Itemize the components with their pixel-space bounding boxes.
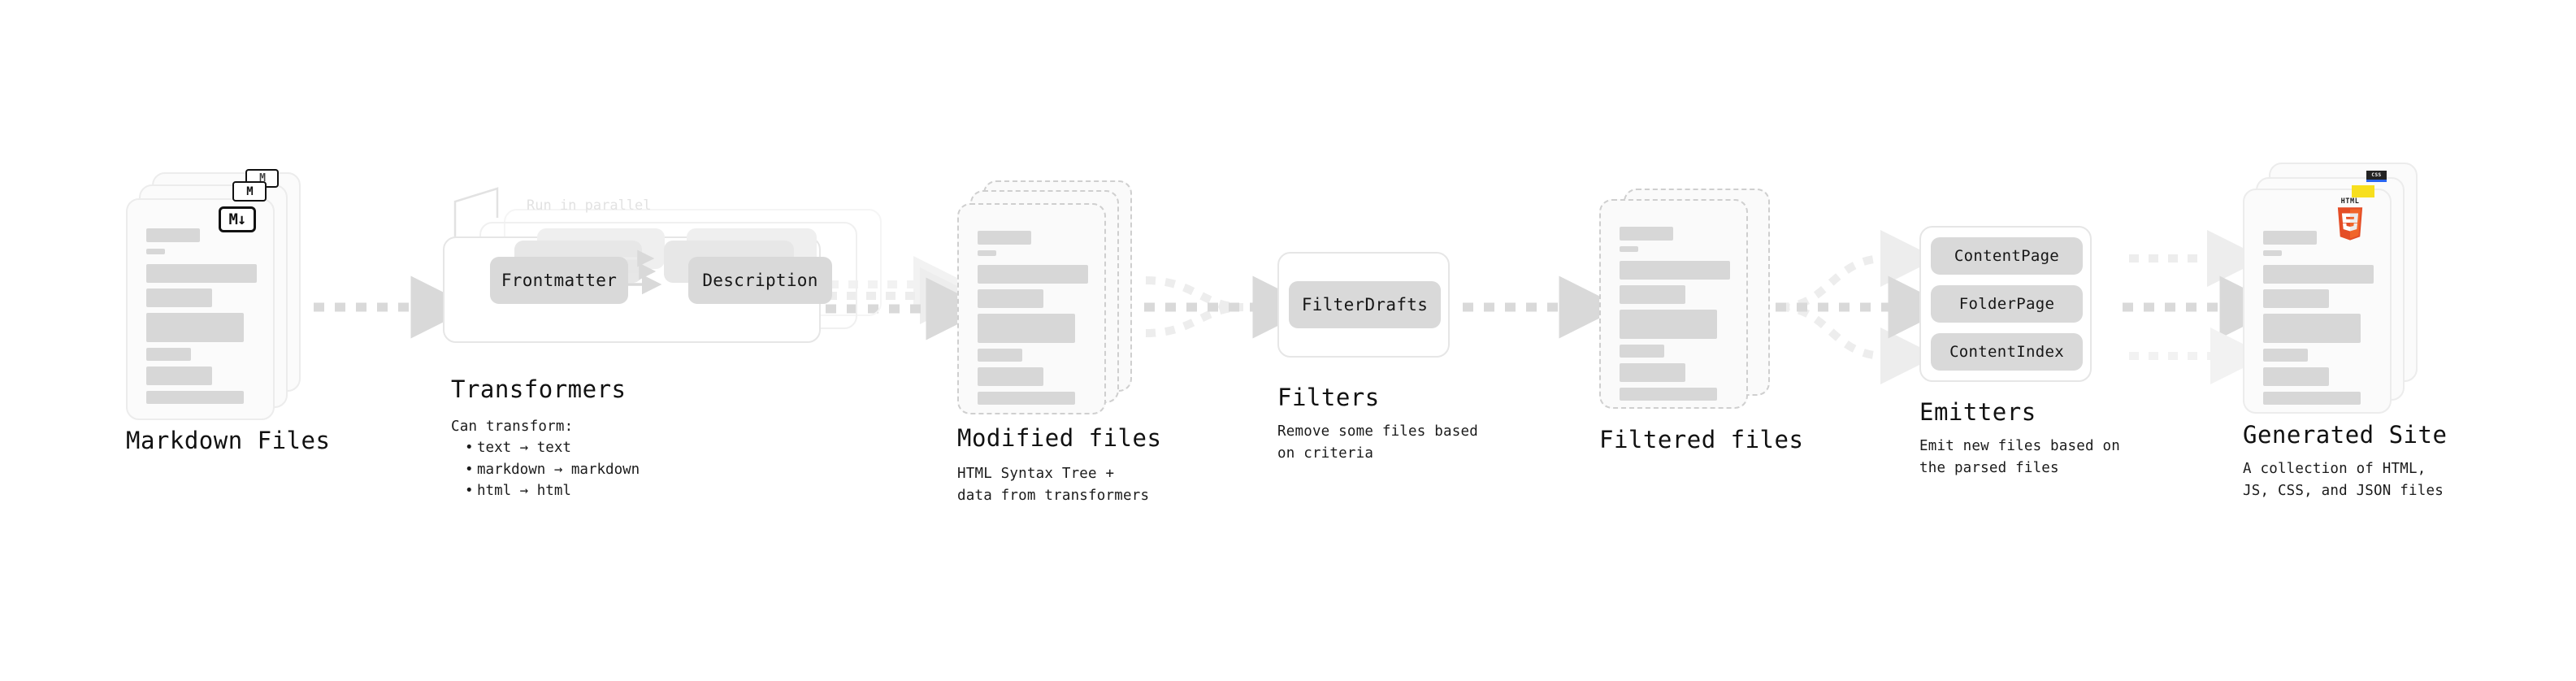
emitter-chip-contentpage[interactable]: ContentPage bbox=[1931, 237, 2083, 275]
stage-modified-files bbox=[957, 180, 1132, 420]
html5-icon-label: HTML bbox=[2340, 197, 2360, 206]
js-icon bbox=[2352, 185, 2374, 197]
page-title-filtered-files: Filtered files bbox=[1599, 426, 1804, 453]
skeleton-bar bbox=[1620, 345, 1664, 358]
run-in-parallel-leader bbox=[453, 187, 499, 240]
skeleton-bar bbox=[146, 288, 212, 307]
markdown-file-stack: M M M↓ bbox=[126, 169, 301, 420]
page-title-filters: Filters bbox=[1277, 384, 1380, 411]
skeleton-bar bbox=[978, 349, 1022, 362]
skeleton-bar bbox=[2263, 367, 2329, 386]
skeleton-bar bbox=[1620, 363, 1685, 382]
file-card-front bbox=[957, 203, 1106, 414]
file-card-front bbox=[1599, 199, 1748, 409]
skeleton-bar bbox=[978, 392, 1075, 405]
modified-files-desc: HTML Syntax Tree + data from transformer… bbox=[957, 466, 1150, 504]
html5-icon: HTML bbox=[2334, 197, 2366, 241]
arrow-modified-to-filters bbox=[1144, 275, 1316, 339]
list-item: html → html bbox=[465, 480, 640, 502]
list-item: text → text bbox=[465, 437, 640, 459]
skeleton-bar bbox=[1620, 285, 1685, 304]
skeleton-bar bbox=[978, 314, 1075, 343]
emitter-chip-contentindex[interactable]: ContentIndex bbox=[1931, 333, 2083, 371]
markdown-icon: M bbox=[232, 181, 267, 202]
skeleton-bar bbox=[146, 391, 244, 404]
markdown-icon: M↓ bbox=[219, 206, 256, 232]
skeleton-bar bbox=[146, 264, 257, 283]
skeleton-bar bbox=[1620, 310, 1717, 339]
transformers-bullet-list: text → text markdown → markdown html → h… bbox=[463, 437, 640, 502]
file-card-front bbox=[2243, 189, 2392, 414]
run-in-parallel-label: Run in parallel bbox=[527, 197, 652, 214]
skeleton-bar bbox=[2263, 265, 2374, 284]
css-icon-label: CSS bbox=[2371, 172, 2382, 178]
list-item: markdown → markdown bbox=[465, 459, 640, 481]
page-title-modified-files: Modified files bbox=[957, 424, 1162, 452]
skeleton-bar bbox=[1620, 227, 1673, 241]
skeleton-bar bbox=[1620, 246, 1638, 252]
modified-file-stack bbox=[957, 180, 1132, 420]
page-title-transformers: Transformers bbox=[451, 375, 627, 403]
skeleton-bar bbox=[978, 289, 1043, 308]
emitter-chip-folderpage[interactable]: FolderPage bbox=[1931, 285, 2083, 323]
skeleton-bar bbox=[2263, 314, 2361, 343]
css-icon: CSS bbox=[2366, 171, 2387, 182]
stage-generated-site: CSS HTML bbox=[2243, 163, 2418, 414]
skeleton-bar bbox=[2263, 250, 2282, 256]
page-title-emitters: Emitters bbox=[1919, 398, 2036, 426]
skeleton-bar bbox=[146, 249, 165, 254]
skeleton-bar bbox=[2263, 231, 2317, 245]
skeleton-bar bbox=[146, 367, 212, 385]
generated-file-stack: CSS HTML bbox=[2243, 163, 2418, 414]
skeleton-bar bbox=[2263, 392, 2361, 405]
generated-site-desc: A collection of HTML, JS, CSS, and JSON … bbox=[2243, 461, 2444, 499]
skeleton-bar bbox=[978, 250, 996, 256]
arrow-filtered-to-emitters bbox=[1776, 230, 1951, 384]
transformer-chip-description[interactable]: Description bbox=[688, 257, 832, 304]
skeleton-bar bbox=[146, 348, 191, 361]
transformer-chip-frontmatter[interactable]: Frontmatter bbox=[490, 257, 628, 304]
filter-chip-filterdrafts[interactable]: FilterDrafts bbox=[1289, 281, 1441, 328]
skeleton-bar bbox=[2263, 289, 2329, 308]
skeleton-bar bbox=[146, 228, 200, 242]
skeleton-bar bbox=[978, 231, 1031, 245]
page-title-generated-site: Generated Site bbox=[2243, 421, 2448, 449]
filtered-file-stack bbox=[1599, 189, 1774, 424]
skeleton-bar bbox=[146, 313, 244, 342]
transformers-desc: Can transform: bbox=[451, 419, 574, 435]
arrow-emitters-to-site bbox=[2123, 230, 2283, 384]
emitters-desc: Emit new files based on the parsed files bbox=[1919, 438, 2120, 476]
file-card-front bbox=[126, 198, 275, 420]
skeleton-bar bbox=[2263, 349, 2308, 362]
skeleton-bar bbox=[1620, 388, 1717, 401]
filters-desc: Remove some files based on criteria bbox=[1277, 423, 1478, 462]
skeleton-bar bbox=[1620, 261, 1730, 280]
page-title-markdown-files: Markdown Files bbox=[126, 427, 331, 454]
stage-markdown-files: M M M↓ bbox=[126, 169, 301, 420]
skeleton-bar bbox=[978, 265, 1088, 284]
stage-filtered-files bbox=[1599, 189, 1774, 424]
skeleton-bar bbox=[978, 367, 1043, 386]
